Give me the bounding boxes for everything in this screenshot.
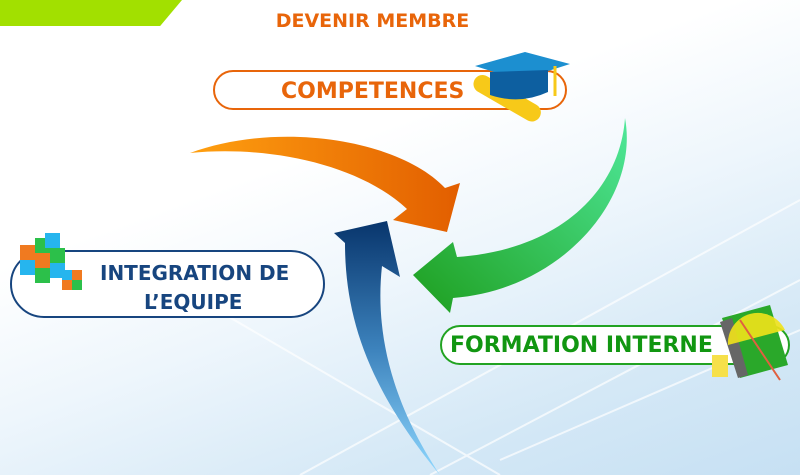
orange-arrow (190, 136, 460, 232)
page-title: DEVENIR MEMBRE (275, 10, 470, 32)
green-arrow (413, 118, 627, 313)
integration-label-line1: INTEGRATION DE (100, 261, 290, 285)
competences-label: COMPETENCES (281, 79, 465, 104)
accent-bar (0, 0, 182, 26)
formation-label: FORMATION INTERNE (450, 333, 713, 358)
blue-arrow (334, 221, 440, 475)
integration-label-line2: L’EQUIPE (144, 290, 243, 314)
